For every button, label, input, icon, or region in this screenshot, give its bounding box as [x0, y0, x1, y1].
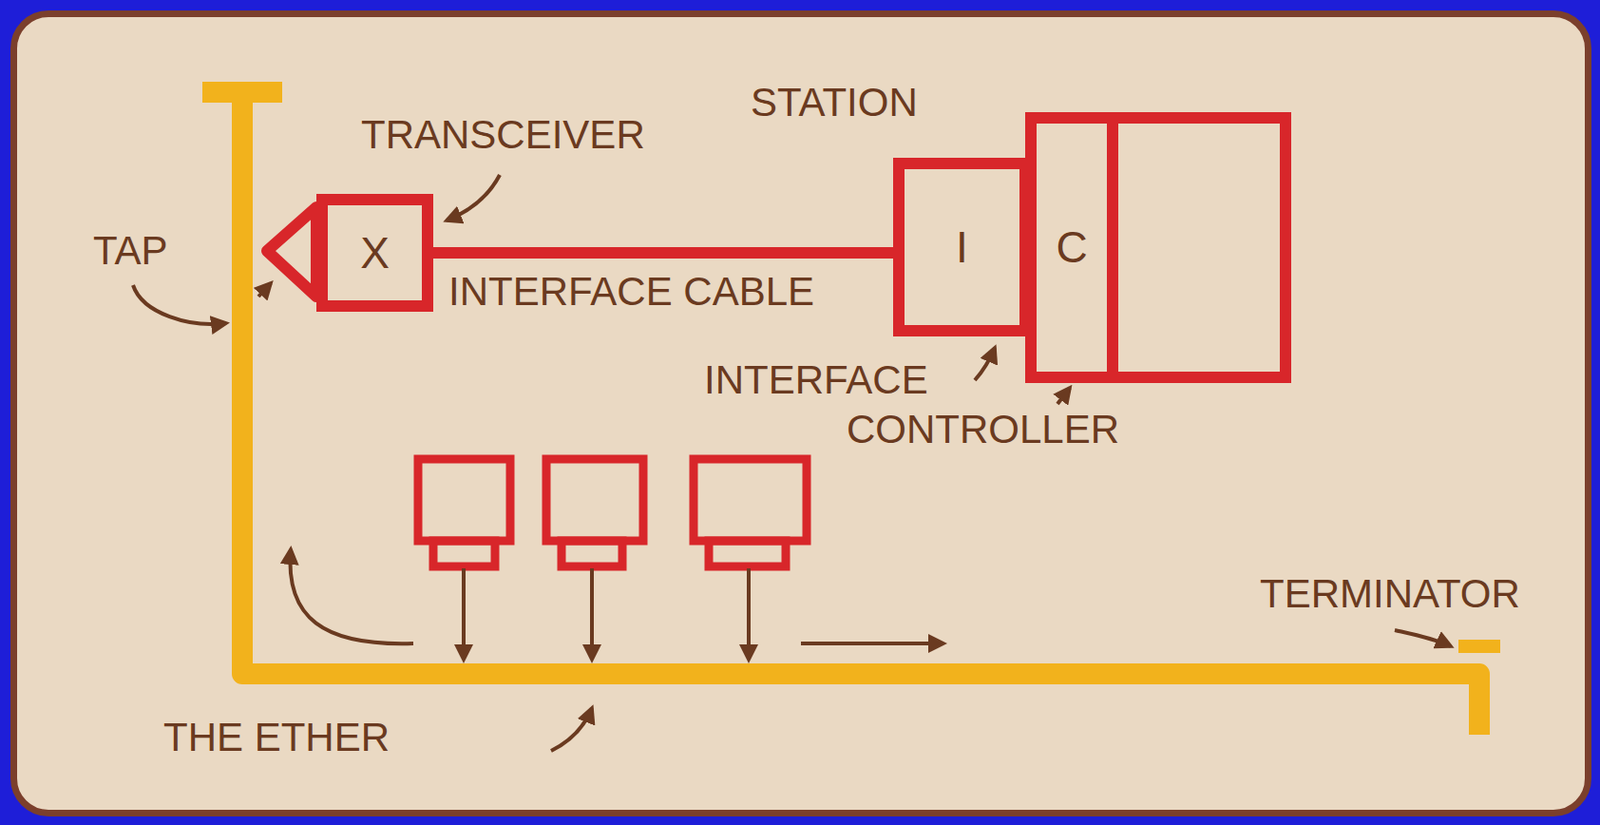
part-label: STATION [750, 79, 918, 126]
leader-lines [133, 174, 1451, 751]
part-label: TRANSCEIVER [361, 112, 646, 158]
part-label: TAP [93, 228, 169, 274]
interface-box: I [893, 157, 1031, 337]
node-letter: X [360, 228, 390, 279]
tap-triangle [266, 207, 317, 297]
node-letter: C [1055, 222, 1087, 273]
transceiver-box: X [316, 193, 434, 312]
part-label: TERMINATOR [1259, 571, 1521, 617]
part-label: CONTROLLER [846, 406, 1120, 453]
controller-box: C [1025, 112, 1119, 383]
station-computer [1112, 117, 1286, 378]
cable-label: INTERFACE CABLE [448, 268, 815, 315]
node-letter: I [955, 222, 969, 273]
ether-cable [202, 92, 1501, 735]
interface-cable [433, 247, 894, 259]
other-stations [418, 458, 807, 567]
part-label: INTERFACE [704, 357, 929, 403]
signal-arrows [289, 549, 944, 660]
part-label: THE ETHER [163, 714, 390, 761]
